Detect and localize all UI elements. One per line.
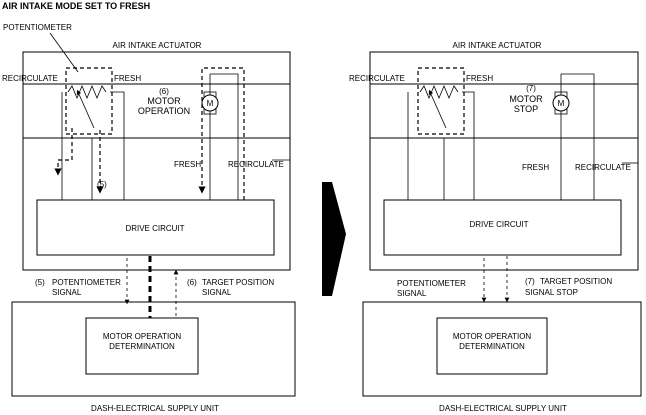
resistor-symbol (419, 84, 459, 100)
recirculate-side-label: RECIRCULATE (228, 160, 284, 169)
determination-line1: MOTOR OPERATION (103, 332, 182, 341)
wiper-arrow (76, 89, 95, 129)
potentiometer-housing (417, 67, 465, 135)
resistor-symbol (67, 84, 107, 100)
transition-arrow-icon (322, 182, 346, 296)
determination-line2: DETERMINATION (459, 342, 525, 351)
fresh-side-label: FRESH (522, 163, 549, 172)
signal-right-line1: TARGET POSITION (540, 277, 612, 286)
fresh-top-label: FRESH (114, 74, 141, 83)
signal-right-line1: TARGET POSITION (202, 278, 274, 287)
actuator-box (22, 51, 291, 271)
supply-unit-box (11, 301, 296, 397)
drive-circuit-box (36, 199, 275, 256)
motor-symbol: M (207, 99, 214, 108)
motor-label-line1: MOTOR (147, 96, 181, 106)
actuator-top-band (369, 83, 639, 139)
determination-line2: DETERMINATION (109, 342, 175, 351)
supply-unit-box (362, 301, 642, 397)
pot-wire-right (462, 91, 475, 200)
motor-current-path (198, 67, 245, 200)
signal-left-line1: POTENTIOMETER (52, 278, 121, 287)
fresh-side-label: FRESH (174, 160, 201, 169)
signal-right-line2: SIGNAL STOP (525, 288, 578, 297)
pot-wire-right (110, 91, 125, 200)
fresh-top-label: FRESH (466, 74, 493, 83)
recirculate-top-label: RECIRCULATE (2, 74, 58, 83)
motor-wire-right (210, 73, 239, 200)
determination-box (436, 317, 548, 375)
signal-right-num: (7) (525, 277, 535, 286)
motor-label-line2: OPERATION (138, 106, 190, 116)
right-diagram: AIR INTAKE ACTUATOR RECIRCULATE FRESH (7… (349, 41, 642, 413)
actuator-label: AIR INTAKE ACTUATOR (453, 41, 542, 50)
motor-label-line2: STOP (514, 104, 538, 114)
potentiometer-label: POTENTIOMETER (3, 23, 72, 32)
actuator-top-band (22, 83, 291, 139)
wiper-arrow (428, 89, 447, 129)
supply-unit-label: DASH-ELECTRICAL SUPPLY UNIT (439, 404, 567, 413)
motor-label-line1: MOTOR (509, 94, 543, 104)
step5-marker: (5) (97, 180, 107, 189)
signal-right-line2: SIGNAL (202, 288, 232, 297)
motor-step-number: (7) (526, 84, 536, 93)
drive-circuit-label: DRIVE CIRCUIT (469, 220, 528, 229)
drive-circuit-label: DRIVE CIRCUIT (125, 224, 184, 233)
drive-circuit-box (383, 199, 622, 256)
determination-line1: MOTOR OPERATION (453, 332, 532, 341)
recirculate-top-label: RECIRCULATE (349, 74, 405, 83)
signal-left-num: (5) (35, 278, 45, 287)
determination-box (85, 317, 199, 375)
diagram-title: AIR INTAKE MODE SET TO FRESH (2, 1, 150, 11)
supply-unit-label: DASH-ELECTRICAL SUPPLY UNIT (91, 404, 219, 413)
motor-wire-right (561, 73, 595, 200)
left-diagram: POTENTIOMETER AIR INTAKE ACTUATOR RECIRC… (2, 23, 296, 413)
signal-left-line2: SIGNAL (52, 288, 82, 297)
signal-left-line1: POTENTIOMETER (397, 279, 466, 288)
pot-signal-path-left (54, 128, 73, 176)
motor-step-number: (6) (159, 87, 169, 96)
potentiometer-housing (65, 67, 113, 135)
recirculate-side-label: RECIRCULATE (575, 163, 631, 172)
actuator-label: AIR INTAKE ACTUATOR (113, 41, 202, 50)
actuator-box (369, 51, 639, 271)
signal-right-num: (6) (187, 278, 197, 287)
signal-left-line2: SIGNAL (397, 289, 427, 298)
motor-symbol: M (558, 99, 565, 108)
